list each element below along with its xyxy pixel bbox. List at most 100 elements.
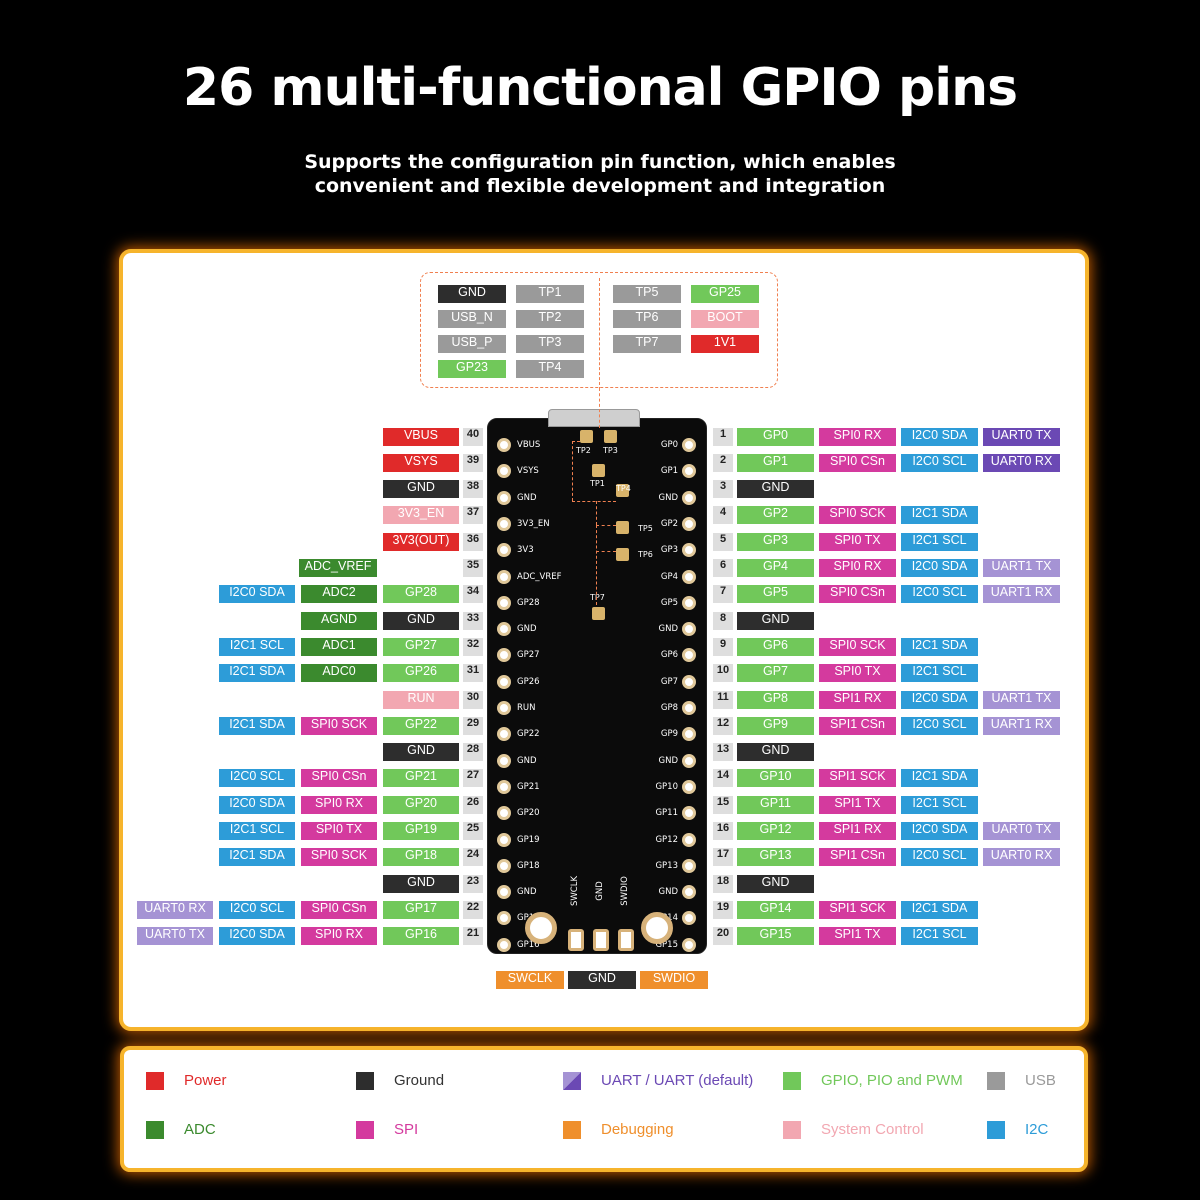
pin-hole: [497, 464, 511, 479]
pin-label: I2C0 SDA: [901, 559, 978, 577]
pin-label: I2C0 SCL: [219, 769, 295, 788]
pin-number: 15: [713, 795, 733, 814]
board-silk-label: GP3: [660, 545, 678, 556]
pin-number: 34: [463, 585, 483, 604]
board-silk-label: GP16: [517, 939, 540, 950]
legend-item: System Control: [783, 1121, 924, 1143]
legend-label: ADC: [184, 1121, 216, 1138]
pin-hole: [682, 911, 696, 926]
pin-label: SPI0 SCK: [819, 506, 896, 525]
legend-swatch: [987, 1072, 1005, 1090]
pin-number: 18: [713, 874, 733, 893]
pin-number: 9: [713, 637, 733, 656]
pin-label: GND: [383, 611, 459, 630]
legend-swatch: [146, 1072, 164, 1090]
test-point-label: 1V1: [691, 335, 759, 353]
board-silk-label: GP4: [660, 571, 678, 582]
legend-item: Power: [146, 1072, 227, 1094]
pin-number: 33: [463, 611, 483, 630]
pin-label: I2C0 SDA: [901, 690, 978, 709]
pin-number: 20: [713, 927, 733, 946]
pin-hole: [682, 858, 696, 873]
pin-number: 22: [463, 900, 483, 919]
board-silk-label: GP9: [660, 729, 678, 740]
test-point-label: USB_P: [438, 335, 506, 353]
pin-label: GP21: [383, 769, 459, 788]
pin-number: 14: [713, 769, 733, 788]
board-silk-label: 3V3: [517, 545, 534, 556]
pin-hole: [682, 779, 696, 794]
pin-label: GP19: [383, 822, 459, 840]
test-point-label: TP2: [516, 310, 584, 328]
pin-label: I2C0 SDA: [901, 427, 978, 446]
pin-label: I2C0 SCL: [219, 900, 295, 919]
board-silk-label: GND: [658, 492, 679, 503]
pin-label: SPI1 TX: [819, 795, 896, 814]
pin-label: GP7: [737, 664, 814, 683]
board-silk-label: SWCLK: [570, 875, 580, 907]
legend-label: SPI: [394, 1121, 419, 1138]
pin-label: I2C0 SDA: [219, 927, 295, 946]
pin-label: GP0: [737, 427, 814, 446]
pin-label: SPI1 SCK: [819, 900, 896, 919]
pin-label: ADC_VREF: [299, 559, 377, 577]
pin-label: I2C0 SCL: [901, 585, 978, 604]
pin-hole: [682, 543, 696, 558]
swd-pad: [593, 929, 609, 951]
leader-line: [572, 441, 580, 442]
pin-label: VBUS: [383, 427, 459, 446]
legend-item: UART / UART (default): [563, 1072, 753, 1094]
pin-label: GP16: [383, 927, 459, 946]
test-point-label: TP7: [613, 335, 681, 353]
pin-label: SPI0 CSn: [819, 453, 896, 472]
pin-label: GND: [737, 874, 814, 893]
pin-hole: [497, 885, 511, 900]
pin-number: 2: [713, 453, 733, 472]
pin-label: SPI0 CSn: [819, 585, 896, 604]
pin-label: I2C1 SCL: [219, 637, 295, 656]
board-silk-label: GP1: [660, 466, 678, 477]
pin-label: GND: [737, 743, 814, 762]
usb-connector: [548, 409, 640, 427]
pin-hole: [497, 674, 511, 689]
pin-label: GP11: [737, 795, 814, 814]
pin-number: 37: [463, 506, 483, 525]
pin-hole: [682, 727, 696, 742]
pin-label: SPI1 CSn: [819, 716, 896, 735]
pin-label: I2C1 SDA: [901, 637, 978, 656]
swd-pad: [568, 929, 584, 951]
pin-label: SPI0 CSn: [301, 900, 377, 919]
mounting-hole: [525, 912, 557, 944]
pin-label: SPI0 CSn: [301, 769, 377, 788]
pin-hole: [682, 490, 696, 505]
pin-label: GND: [737, 611, 814, 630]
pin-label: GP14: [737, 900, 814, 919]
pin-hole: [497, 806, 511, 821]
pin-label: I2C1 SDA: [901, 506, 978, 525]
pin-hole: [497, 490, 511, 505]
legend-label: Debugging: [601, 1121, 674, 1138]
pin-label: GP20: [383, 795, 459, 814]
test-point-label: GND: [438, 285, 506, 303]
pin-label: GP1: [737, 453, 814, 472]
pin-label: UART1 RX: [983, 585, 1060, 604]
pin-label: ADC2: [301, 585, 377, 604]
test-point-label: TP6: [613, 310, 681, 328]
pin-label: AGND: [301, 611, 377, 630]
pin-label: GP3: [737, 532, 814, 551]
board-silk-label: GP22: [517, 729, 540, 740]
test-pad: [616, 548, 629, 561]
board-silk-label: GP0: [660, 440, 678, 450]
pin-label: SPI0 SCK: [301, 848, 377, 867]
pin-number: 36: [463, 532, 483, 551]
pin-label: UART0 RX: [137, 900, 213, 919]
board-silk-label: GP2: [660, 518, 678, 529]
pin-number: 32: [463, 637, 483, 656]
board-silk-label: GP11: [655, 808, 678, 819]
pin-label: I2C0 SCL: [901, 716, 978, 735]
pin-label: GND: [383, 874, 459, 893]
test-pad: [580, 430, 593, 443]
pin-label: UART0 TX: [983, 822, 1060, 840]
test-point-label: GP25: [691, 285, 759, 303]
board-silk-label: GP10: [655, 781, 678, 792]
